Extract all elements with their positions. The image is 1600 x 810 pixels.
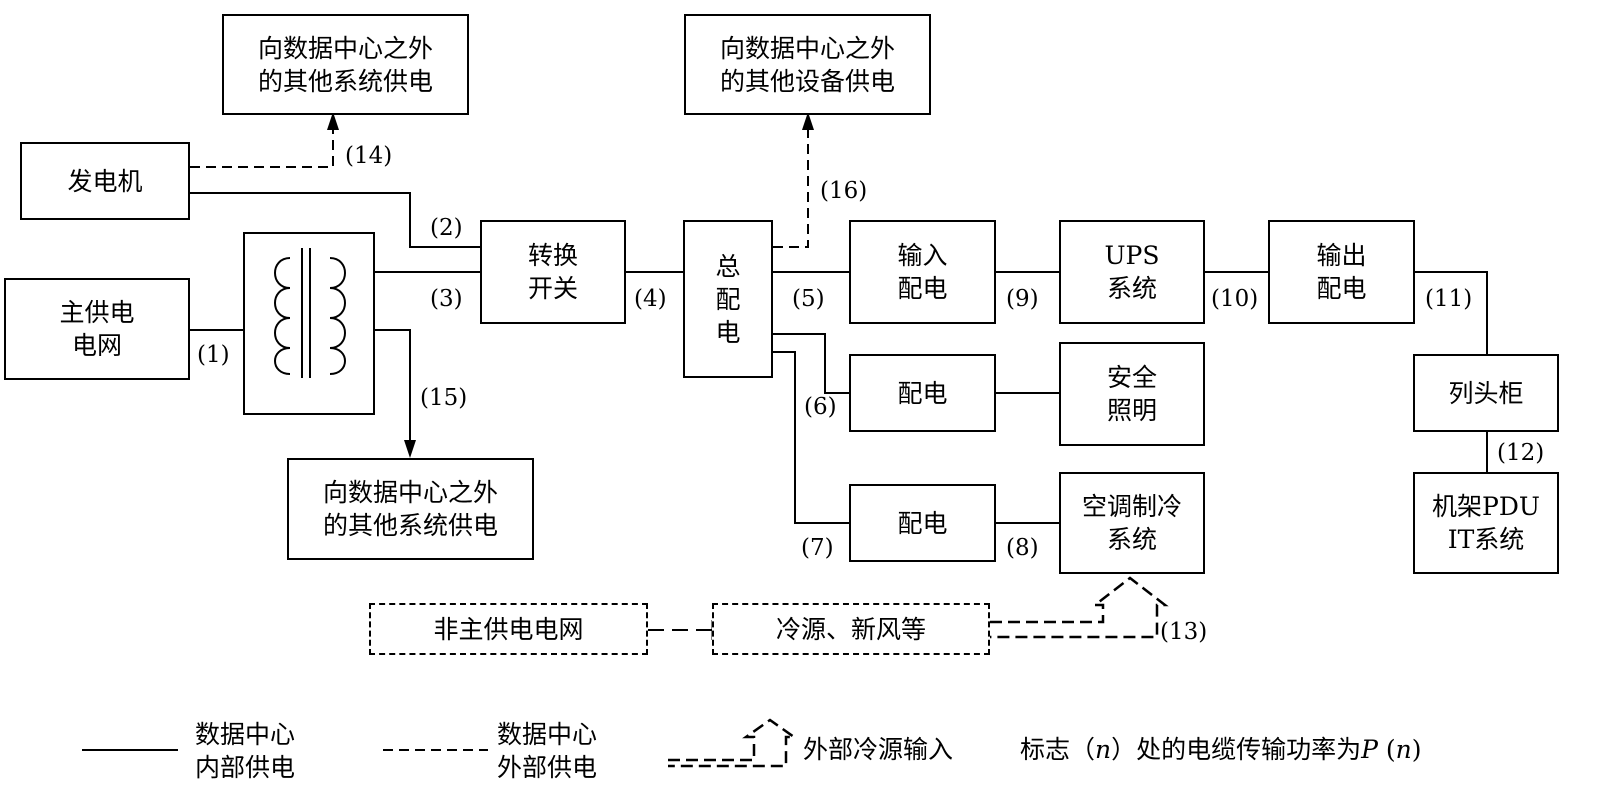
- transformer-coils: [274, 248, 346, 378]
- box-input-distribution: 输入 配电: [849, 220, 996, 324]
- cable-label-6: (6): [804, 394, 837, 420]
- line-transformer-to-bottom-supply: [375, 329, 411, 445]
- cable-label-15: (15): [420, 385, 468, 411]
- cable-label-1: (1): [197, 342, 230, 368]
- cooling-input-arrow: [668, 576, 1169, 768]
- legend-solid-text: 数据中心 内部供电: [195, 720, 296, 782]
- legend-cooling-text: 外部冷源输入: [803, 735, 954, 764]
- box-top-left-supply: 向数据中心之外 的其他系统供电: [222, 14, 469, 115]
- cable-label-3: (3): [430, 286, 463, 312]
- box-top-right-supply: 向数据中心之外 的其他设备供电: [684, 14, 931, 115]
- box-transfer-switch: 转换 开关: [480, 220, 626, 324]
- line-main-to-distribution-1: [773, 333, 849, 394]
- box-ac-cooling: 空调制冷 系统: [1059, 472, 1205, 574]
- box-main-grid: 主供电 电网: [4, 278, 190, 380]
- box-safety-lighting: 安全 照明: [1059, 342, 1205, 446]
- cable-label-13: (13): [1160, 619, 1208, 645]
- cable-label-8: (8): [1006, 535, 1039, 561]
- cable-label-5: (5): [792, 286, 825, 312]
- legend-note-n: n: [1095, 735, 1112, 764]
- arrow-down-bottom-supply: [404, 440, 416, 458]
- legend-note-p: P: [1361, 735, 1378, 764]
- cable-label-2: (2): [430, 215, 463, 241]
- line-output-to-column-cabinet: [1415, 271, 1488, 354]
- box-distribution-2: 配电: [849, 484, 996, 562]
- box-column-cabinet: 列头柜: [1413, 354, 1559, 432]
- box-output-distribution: 输出 配电: [1268, 220, 1415, 324]
- legend-note-open: (: [1377, 735, 1396, 764]
- box-cooling-source: 冷源、新风等: [712, 603, 990, 655]
- cable-label-7: (7): [801, 535, 834, 561]
- legend-note: 标志（n）处的电缆传输功率为P (n): [1020, 733, 1422, 766]
- legend-note-prefix: 标志（: [1020, 735, 1096, 764]
- box-main-distribution: 总 配 电: [683, 220, 773, 378]
- cable-label-12: (12): [1497, 440, 1545, 466]
- box-non-main-grid: 非主供电电网: [369, 603, 648, 655]
- legend-note-mid: ）处的电缆传输功率为: [1111, 735, 1362, 764]
- line-main-to-top-right-supply: [773, 128, 809, 248]
- arrow-up-top-right: [802, 112, 814, 130]
- cable-label-11: (11): [1425, 286, 1473, 312]
- box-transformer: [243, 232, 375, 415]
- box-bottom-supply: 向数据中心之外 的其他系统供电: [287, 458, 534, 560]
- cable-label-9: (9): [1006, 286, 1039, 312]
- line-generator-to-top-supply: [190, 130, 334, 168]
- cable-label-4: (4): [634, 286, 667, 312]
- line-generator-to-switch: [190, 192, 480, 248]
- box-distribution-1: 配电: [849, 354, 996, 432]
- cable-label-14: (14): [345, 143, 393, 169]
- box-rack-pdu: 机架PDU IT系统: [1413, 472, 1559, 574]
- legend-note-close: ): [1411, 735, 1422, 764]
- legend-note-n2: n: [1395, 735, 1412, 764]
- cable-label-16: (16): [820, 178, 868, 204]
- legend-cooling-arrow: [668, 718, 798, 768]
- arrow-up-top-left: [327, 112, 339, 130]
- legend-dashed-text: 数据中心 外部供电: [497, 720, 598, 782]
- box-generator: 发电机: [20, 142, 190, 220]
- cable-label-10: (10): [1211, 286, 1259, 312]
- line-main-to-distribution-2: [773, 351, 849, 524]
- box-ups: UPS 系统: [1059, 220, 1205, 324]
